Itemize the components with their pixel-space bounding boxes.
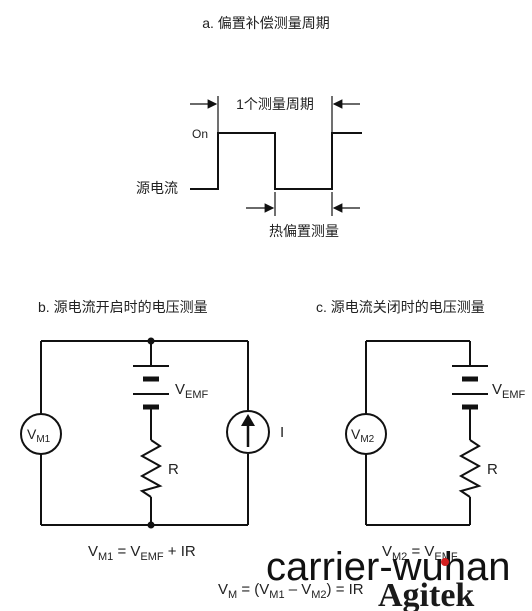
voltmeter-m2 [345, 413, 387, 455]
battery-vemf-c [452, 365, 488, 410]
section-b-title: b. 源电流开启时的电压测量 [38, 299, 208, 315]
period-label: 1个测量周期 [236, 96, 314, 112]
voltmeter-m1 [20, 413, 62, 455]
final-equation: VM = (VM1 – VM2) = IR [218, 581, 364, 601]
square-waveform [190, 132, 362, 190]
period-dimension [190, 96, 360, 132]
vemf-label-b: VEMF [175, 381, 209, 401]
circuit-b-wires [40, 337, 249, 529]
section-a-title: a. 偏置补偿测量周期 [202, 15, 330, 31]
battery-vemf-b [133, 365, 169, 410]
source-current-label: 源电流 [136, 180, 178, 196]
section-c-title: c. 源电流关闭时的电压测量 [316, 299, 485, 315]
watermark-dot [441, 558, 449, 566]
resistor-label-c: R [487, 461, 498, 478]
vemf-label-c: VEMF [492, 381, 526, 401]
equation-c: VM2 = VEMF [382, 543, 458, 563]
equation-b: VM1 = VEMF + IR [88, 543, 196, 563]
resistor-label-b: R [168, 461, 179, 478]
circuit-c-wires [365, 340, 471, 526]
thermal-dimension [246, 192, 360, 216]
watermark-logo: Agitek [378, 577, 474, 611]
watermark-text: carrier-wuhan [266, 545, 511, 589]
current-source [226, 410, 270, 454]
current-label: I [280, 424, 284, 441]
resistor-c [458, 439, 482, 498]
resistor-b [139, 439, 163, 498]
voltmeter-m2-label: VM2 [351, 426, 375, 445]
voltmeter-m1-label: VM1 [27, 426, 51, 445]
thermal-label: 热偏置测量 [269, 223, 339, 239]
on-label: On [192, 127, 208, 141]
